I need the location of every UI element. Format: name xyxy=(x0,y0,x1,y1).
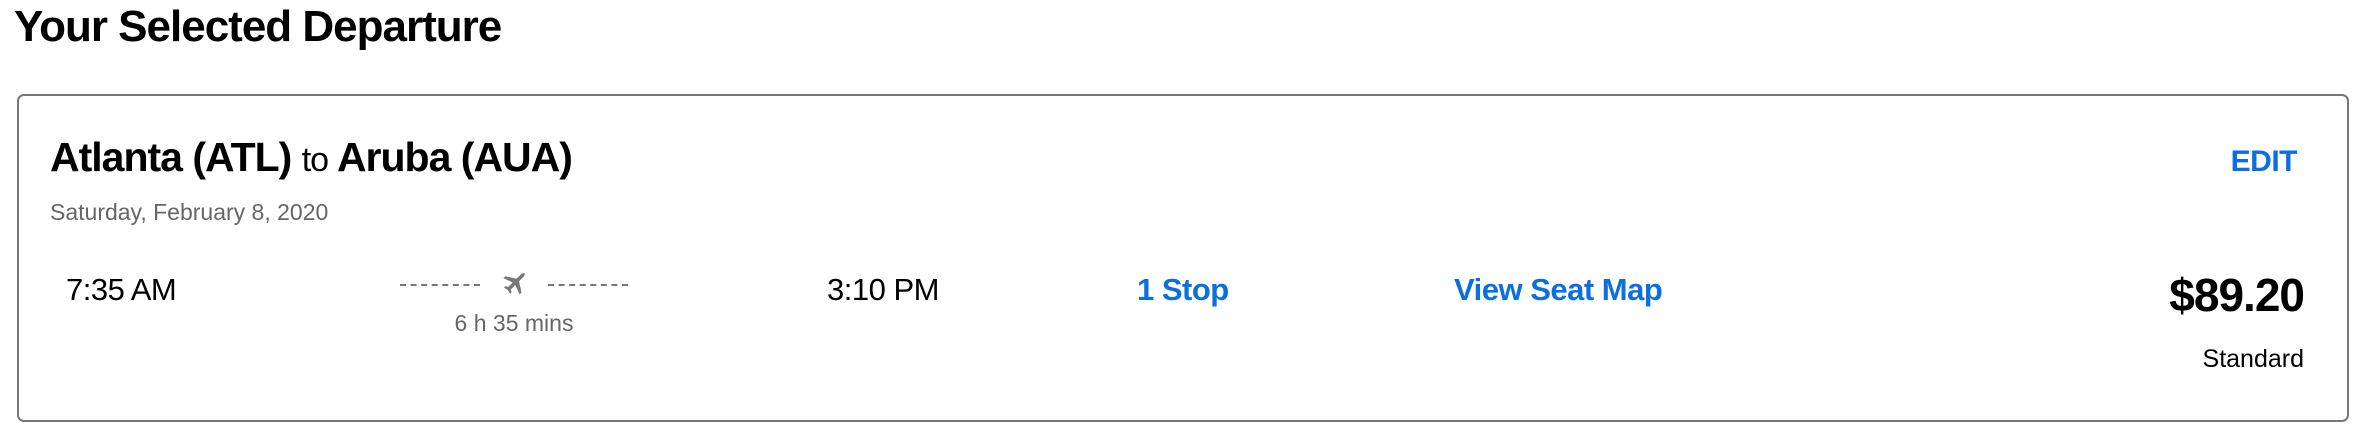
flight-date: Saturday, February 8, 2020 xyxy=(50,199,329,225)
view-seat-map-link[interactable]: View Seat Map xyxy=(1454,272,1663,307)
destination: Aruba (AUA) xyxy=(336,134,573,180)
arrival-time: 3:10 PM xyxy=(827,272,939,307)
airplane-icon xyxy=(494,270,534,300)
flight-duration: 6 h 35 mins xyxy=(454,310,574,336)
fare-price: $89.20 xyxy=(2169,269,2305,321)
fare-class: Standard xyxy=(2202,345,2304,373)
flight-card xyxy=(17,94,2349,422)
edit-button[interactable]: EDIT xyxy=(2230,145,2298,178)
departure-time: 7:35 AM xyxy=(66,272,177,307)
flight-route: Atlanta (ATL) to Aruba (AUA) xyxy=(50,134,573,181)
flight-path xyxy=(400,270,628,300)
page-title: Your Selected Departure xyxy=(14,2,502,51)
stops-link[interactable]: 1 Stop xyxy=(1137,272,1229,307)
route-connector: to xyxy=(301,141,329,179)
path-line-left xyxy=(400,284,480,286)
path-line-right xyxy=(548,284,628,286)
origin: Atlanta (ATL) xyxy=(50,134,292,180)
